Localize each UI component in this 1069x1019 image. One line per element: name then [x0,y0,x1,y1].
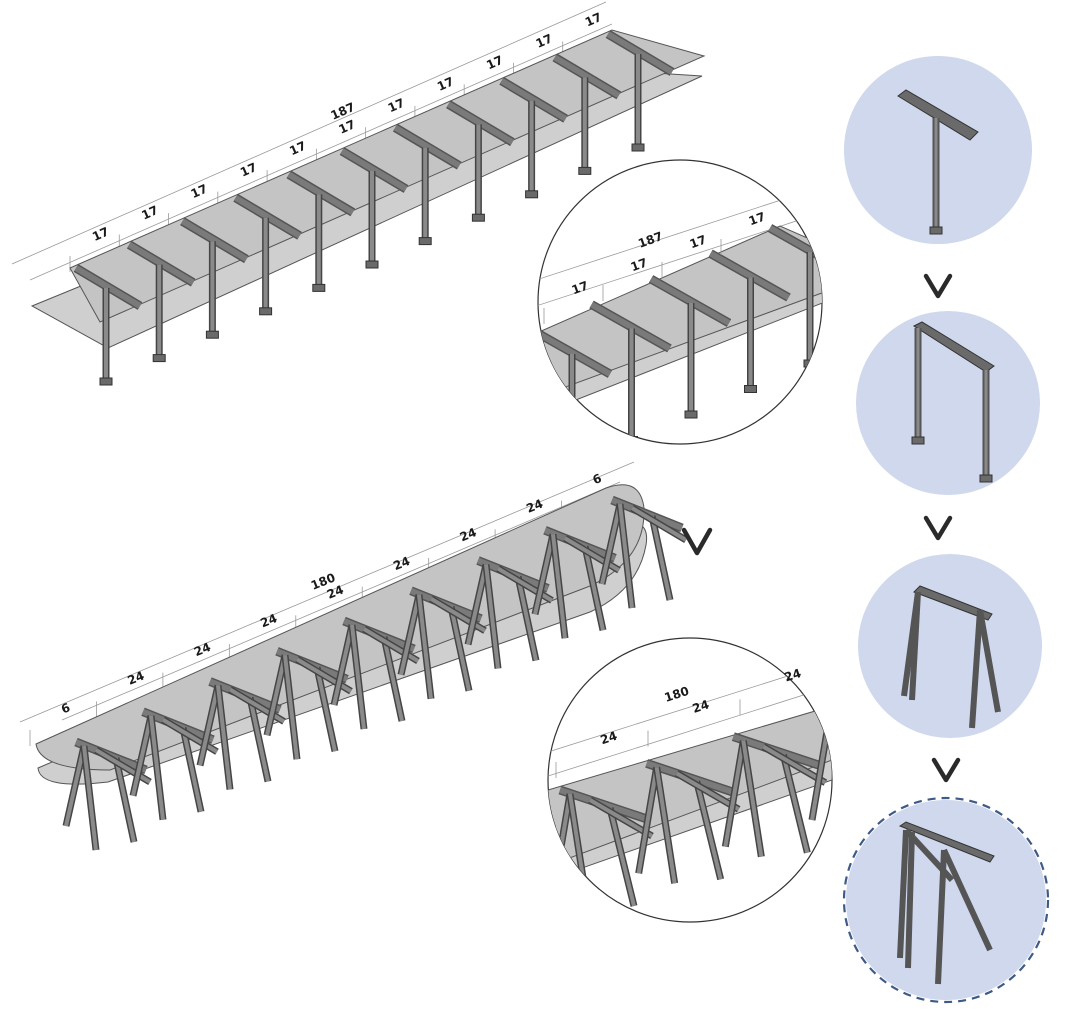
t-frame-icon [897,89,979,235]
bottom-span-label: 24 [524,497,545,516]
step-a-frame-bubble [858,554,1042,738]
top-frame [446,100,515,222]
top-span-label: 17 [238,160,259,180]
top-span-label: 17 [139,203,160,223]
chevron-3 [931,757,961,783]
top-span-label: 17 [484,53,505,73]
portal-frame-icon [911,321,995,483]
transition-chevron [681,527,713,556]
bottom-frame [330,616,420,730]
bottom-frame [196,677,286,790]
frame-evolution-sequence [842,56,1050,1004]
top-span-labels: 17 17 17 17 17 17 17 17 17 17 17 [69,10,604,272]
chevron-1 [923,273,953,299]
top-span-label: 17 [189,182,210,202]
a-frame-icon [901,585,1001,729]
bottom-span-label: 6 [59,700,72,716]
top-zoom-span-label: 17 [688,232,708,251]
bottom-upper-slab [35,484,645,771]
top-frame [233,193,302,316]
top-frame [552,53,622,175]
selected-step-outline [842,796,1050,1004]
top-zoom-span-labels: 17 17 17 17 [543,209,767,324]
bottom-zoom-span-label: 24 [691,697,711,715]
top-frame [126,240,196,363]
top-span-label: 17 [583,10,604,30]
top-frames [73,30,675,386]
bottom-dim-line-inner [61,481,621,721]
top-span-label: 17 [435,74,456,94]
top-dim-line-outer [11,1,607,265]
bottom-zoom-span-labels: 24 24 24 [555,666,803,778]
top-frame [499,76,568,199]
top-total-dimension: 187 [329,100,358,123]
bottom-zoom-span-label: 24 [783,666,803,684]
bottom-frame [464,556,554,669]
step-braced-a-frame-bubble [846,800,1046,1000]
top-frame [180,217,249,339]
top-span-label: 17 [90,224,111,244]
bottom-frame [62,737,152,851]
top-frame [339,147,409,269]
bottom-frame [263,647,353,760]
bottom-dim-line-outer [19,461,635,723]
step-portal-frame-bubble [856,311,1040,495]
braced-a-frame-icon [897,821,995,985]
bottom-span-labels: 6 24 24 24 24 24 24 24 6 [29,471,604,746]
top-frame [605,30,675,152]
top-span-label: 17 [386,96,407,116]
bottom-frame [397,586,487,700]
top-zoom-span-label: 17 [747,209,767,228]
bottom-frame [531,526,621,639]
bottom-span-label: 24 [192,640,213,659]
top-frame [73,264,143,386]
top-span-label: 17 [534,31,555,51]
top-frame [286,170,356,292]
bottom-span-label: 24 [325,583,346,602]
bottom-frames [62,495,688,851]
top-span-label: 17 [287,139,308,159]
bottom-span-label: 24 [258,611,279,630]
top-structure: 187 17 17 17 17 17 17 17 17 17 17 17 [11,1,706,386]
top-dim-line-inner [29,23,613,281]
bottom-span-label: 24 [458,525,479,544]
top-zoom-span-label: 17 [570,278,590,297]
top-frame [392,123,462,246]
bottom-frame [598,495,688,609]
bottom-frame [129,707,219,821]
bottom-span-label: 6 [591,471,604,487]
bottom-span-label: 24 [126,669,147,688]
bottom-zoom-span-label: 24 [599,729,619,747]
chevron-2 [923,515,953,541]
bottom-span-label: 24 [391,554,412,573]
top-zoom-span-label: 17 [629,255,649,274]
top-span-label: 17 [337,117,358,137]
